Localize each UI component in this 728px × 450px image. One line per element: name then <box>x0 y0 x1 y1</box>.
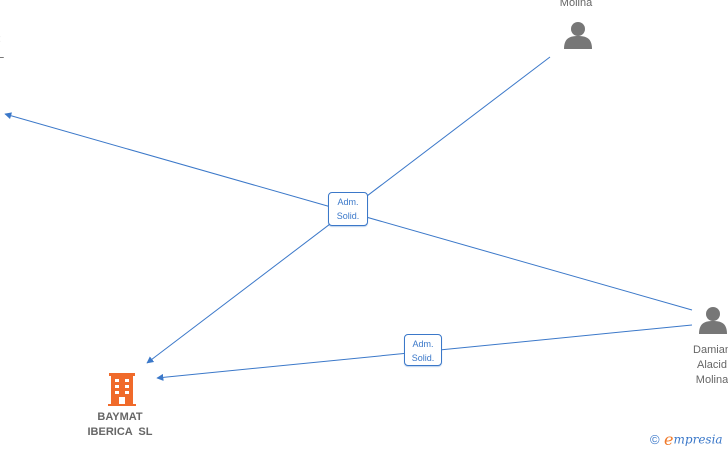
edge-label-line: Solid. <box>411 353 435 363</box>
name-line: Alacid <box>697 359 727 371</box>
edge-label-adm-solid[interactable]: Adm. Solid. <box>404 334 442 366</box>
company-name-line: IBERICA SL <box>87 426 153 438</box>
edge-label-line: Adm. <box>337 197 359 207</box>
name-line: Damian <box>693 344 728 356</box>
edge-label-adm-solid[interactable]: Adm. Solid. <box>328 192 368 226</box>
right-person-label[interactable]: Damian Alacid Molina <box>686 343 728 388</box>
company-label[interactable]: BAYMAT IBERICA SL <box>70 410 170 440</box>
name-line: Molina <box>695 374 728 386</box>
company-name-line: BAYMAT <box>97 411 143 423</box>
building-icon[interactable] <box>108 373 136 406</box>
name-line: L <box>0 49 5 61</box>
left-node-label[interactable]: : L <box>0 32 8 63</box>
person-icon[interactable] <box>564 22 592 49</box>
person-icon[interactable] <box>699 307 727 334</box>
name-line: Molina <box>559 0 593 9</box>
edge-label-line: Adm. <box>412 339 434 349</box>
brand-logo-text: mpresia <box>673 432 723 447</box>
empresia-brand[interactable]: © empresia <box>650 430 723 449</box>
brand-logo-e: e <box>664 430 674 449</box>
edge-label-line: Solid. <box>336 211 360 221</box>
copyright-icon: © <box>650 432 660 447</box>
name-line: : <box>0 32 8 47</box>
top-person-label[interactable]: Molina <box>548 0 604 11</box>
